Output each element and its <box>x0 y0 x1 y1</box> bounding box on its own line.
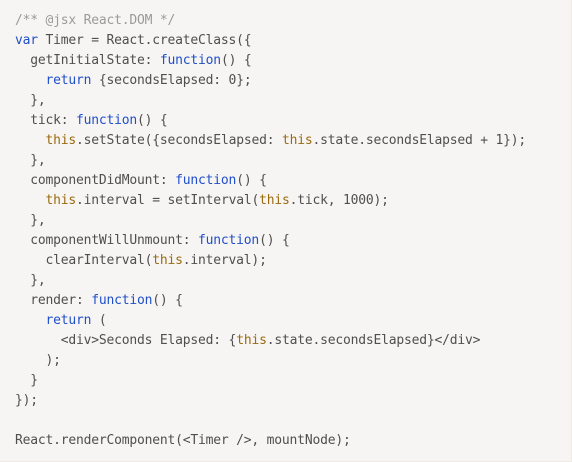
code-text: }); <box>15 393 38 408</box>
code-keyword: function <box>76 113 138 128</box>
code-line: React.renderComponent(<Timer />, mountNo… <box>0 431 571 451</box>
code-text: () { <box>236 173 267 188</box>
code-line: /** @jsx React.DOM */ <box>0 11 571 31</box>
code-this-keyword: this <box>152 253 183 268</box>
code-keyword: function <box>159 53 221 68</box>
code-text: componentWillUnmount: <box>15 233 199 248</box>
code-line: clearInterval(this.interval); <box>0 251 571 271</box>
code-text: () { <box>152 293 183 308</box>
code-line: tick: function() { <box>0 111 571 131</box>
code-line: }, <box>0 271 571 291</box>
code-line: this.interval = setInterval(this.tick, 1… <box>0 191 571 211</box>
code-line: <div>Seconds Elapsed: {this.state.second… <box>0 331 571 351</box>
code-text <box>15 313 46 328</box>
code-this-keyword: this <box>45 133 77 148</box>
code-text: {secondsElapsed: 0}; <box>91 73 252 88</box>
code-line: }, <box>0 91 571 111</box>
code-keyword: return <box>45 73 92 88</box>
code-text: getInitialState: <box>15 53 160 68</box>
code-this-keyword: this <box>45 193 77 208</box>
code-line: }, <box>0 211 571 231</box>
code-text: tick: <box>15 113 77 128</box>
code-text: React.renderComponent(<Timer />, mountNo… <box>15 433 351 448</box>
code-line: render: function() { <box>0 291 571 311</box>
code-text: clearInterval( <box>15 253 153 268</box>
code-this-keyword: this <box>259 193 290 208</box>
code-line: getInitialState: function() { <box>0 51 571 71</box>
code-text: () { <box>137 113 168 128</box>
code-line: return ( <box>0 311 571 331</box>
code-keyword: var <box>15 33 38 48</box>
code-keyword: function <box>91 293 153 308</box>
code-line: }, <box>0 151 571 171</box>
code-keyword: return <box>45 313 92 328</box>
code-text <box>15 193 46 208</box>
code-line: return {secondsElapsed: 0}; <box>0 71 571 91</box>
code-keyword: function <box>198 233 260 248</box>
code-text: }, <box>15 153 46 168</box>
code-this-keyword: this <box>281 133 313 148</box>
code-text: .state.secondsElapsed + 1}); <box>312 133 527 148</box>
code-line <box>0 411 571 431</box>
code-text: render: <box>15 293 92 308</box>
code-text: componentDidMount: <box>15 173 176 188</box>
code-text: .interval = setInterval( <box>76 193 260 208</box>
code-text: () { <box>259 233 290 248</box>
code-line: componentDidMount: function() { <box>0 171 571 191</box>
code-text: }, <box>15 273 46 288</box>
code-line: } <box>0 371 571 391</box>
code-text: <div>Seconds Elapsed: { <box>15 333 237 348</box>
code-text: .interval); <box>182 253 267 268</box>
code-text: ( <box>91 313 107 328</box>
code-line: var Timer = React.createClass({ <box>0 31 571 51</box>
code-text: ); <box>15 353 61 368</box>
code-block: /** @jsx React.DOM */ var Timer = React.c… <box>0 11 571 451</box>
code-text: () { <box>220 53 252 68</box>
code-text <box>15 73 46 88</box>
code-text: Timer = React.createClass({ <box>37 33 252 48</box>
code-line: componentWillUnmount: function() { <box>0 231 571 251</box>
code-keyword: function <box>175 173 237 188</box>
code-text: .state.secondsElapsed}</div> <box>266 333 481 348</box>
code-line: this.setState({secondsElapsed: this.stat… <box>0 131 571 151</box>
code-text: } <box>15 373 38 388</box>
code-text: }, <box>15 93 46 108</box>
code-line: ); <box>0 351 571 371</box>
code-text <box>15 133 46 148</box>
code-comment: /** @jsx React.DOM */ <box>15 13 176 28</box>
code-line: }); <box>0 391 571 411</box>
code-text: .tick, 1000); <box>289 193 389 208</box>
code-text: }, <box>15 213 46 228</box>
code-text: .setState({secondsElapsed: <box>76 133 282 148</box>
code-this-keyword: this <box>236 333 267 348</box>
